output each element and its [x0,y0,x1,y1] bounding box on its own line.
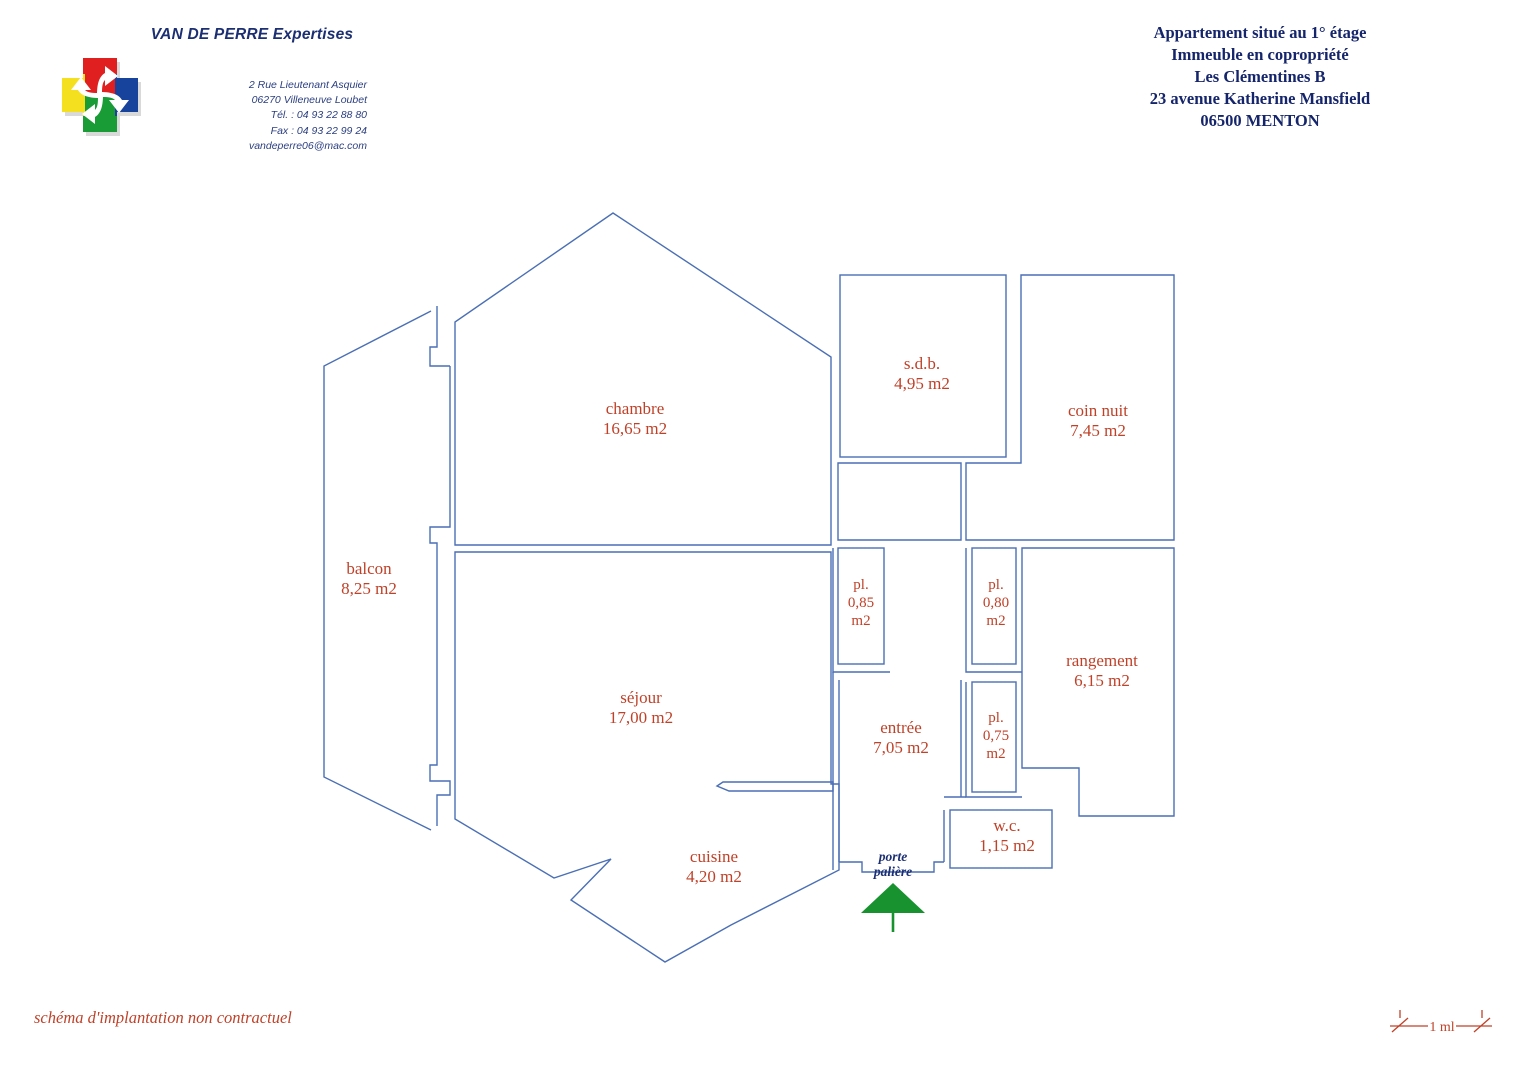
room-label-rangement-area: 6,15 m2 [1074,671,1130,690]
contact-city: 06270 Villeneuve Loubet [251,94,367,107]
room-label-coin-nuit-area: 7,45 m2 [1070,421,1126,440]
contact-street: 2 Rue Lieutenant Asquier [248,79,367,91]
closet-2-name: pl. [988,577,1003,593]
room-label-chambre-area: 16,65 m2 [603,419,667,438]
room-label-entree-name: entrée [880,718,922,737]
room-label-coin-nuit-name: coin nuit [1068,401,1128,420]
closet-3-area: 0,75 [983,728,1009,744]
brand-block: VAN DE PERRE Expertises [56,26,386,152]
room-labels: chambre 16,65 m2 balcon 8,25 m2 séjour 1… [341,354,1138,886]
green-up-arrow-icon [861,883,925,932]
contact-fax: Fax : 04 93 22 99 24 [270,124,367,137]
porte-paliere-line-1: porte [878,849,908,864]
room-label-wc-area: 1,15 m2 [979,836,1035,855]
room-label-balcon-name: balcon [346,559,392,578]
porte-paliere-line-2: palière [873,864,912,879]
header-line-3: Les Clémentines B [1194,66,1326,86]
room-label-cuisine-name: cuisine [690,847,738,866]
contact-tel: Tél. : 04 93 22 88 80 [270,109,367,122]
header-line-4: 23 avenue Katherine Mansfield [1149,88,1371,108]
wall-lines [323,212,1175,963]
four-color-cross-arrows-logo-icon [56,52,144,138]
scale-label: 1 ml [1429,1020,1454,1035]
room-label-sdb-area: 4,95 m2 [894,374,950,393]
header-line-1: Appartement situé au 1° étage [1153,23,1367,42]
disclaimer-note: schéma d'implantation non contractuel [34,1008,292,1027]
company-name: VAN DE PERRE Expertises [150,26,354,43]
brand-row: 2 Rue Lieutenant Asquier 06270 Villeneuv… [56,52,386,152]
contact-email: vandeperre06@mac.com [248,139,367,152]
closet-labels: pl. 0,85 m2 pl. 0,80 m2 pl. 0,75 m2 [848,577,1009,762]
room-label-chambre-name: chambre [606,399,665,418]
closet-1-name: pl. [853,577,868,593]
closet-1-unit: m2 [851,613,870,629]
contact-block: 2 Rue Lieutenant Asquier 06270 Villeneuv… [152,78,367,154]
room-label-sejour-area: 17,00 m2 [609,708,673,727]
closet-2-unit: m2 [986,613,1005,629]
header-line-2: Immeuble en copropriété [1171,44,1349,64]
header-line-5: 06500 MENTON [1200,110,1320,130]
room-label-rangement-name: rangement [1066,651,1138,670]
closet-3-name: pl. [988,710,1003,726]
room-label-entree-area: 7,05 m2 [873,738,929,757]
scale-bar: 1 ml [1386,1006,1496,1042]
document-header: Appartement situé au 1° étage Immeuble e… [1050,22,1470,132]
room-label-wc-name: w.c. [993,816,1020,835]
room-label-sdb-name: s.d.b. [904,354,940,373]
closet-3-unit: m2 [986,746,1005,762]
closet-2-area: 0,80 [983,595,1009,611]
closet-1-area: 0,85 [848,595,874,611]
room-label-balcon-area: 8,25 m2 [341,579,397,598]
porte-paliere-label: porte palière [873,849,912,879]
room-label-cuisine-area: 4,20 m2 [686,867,742,886]
room-label-sejour-name: séjour [620,688,662,707]
